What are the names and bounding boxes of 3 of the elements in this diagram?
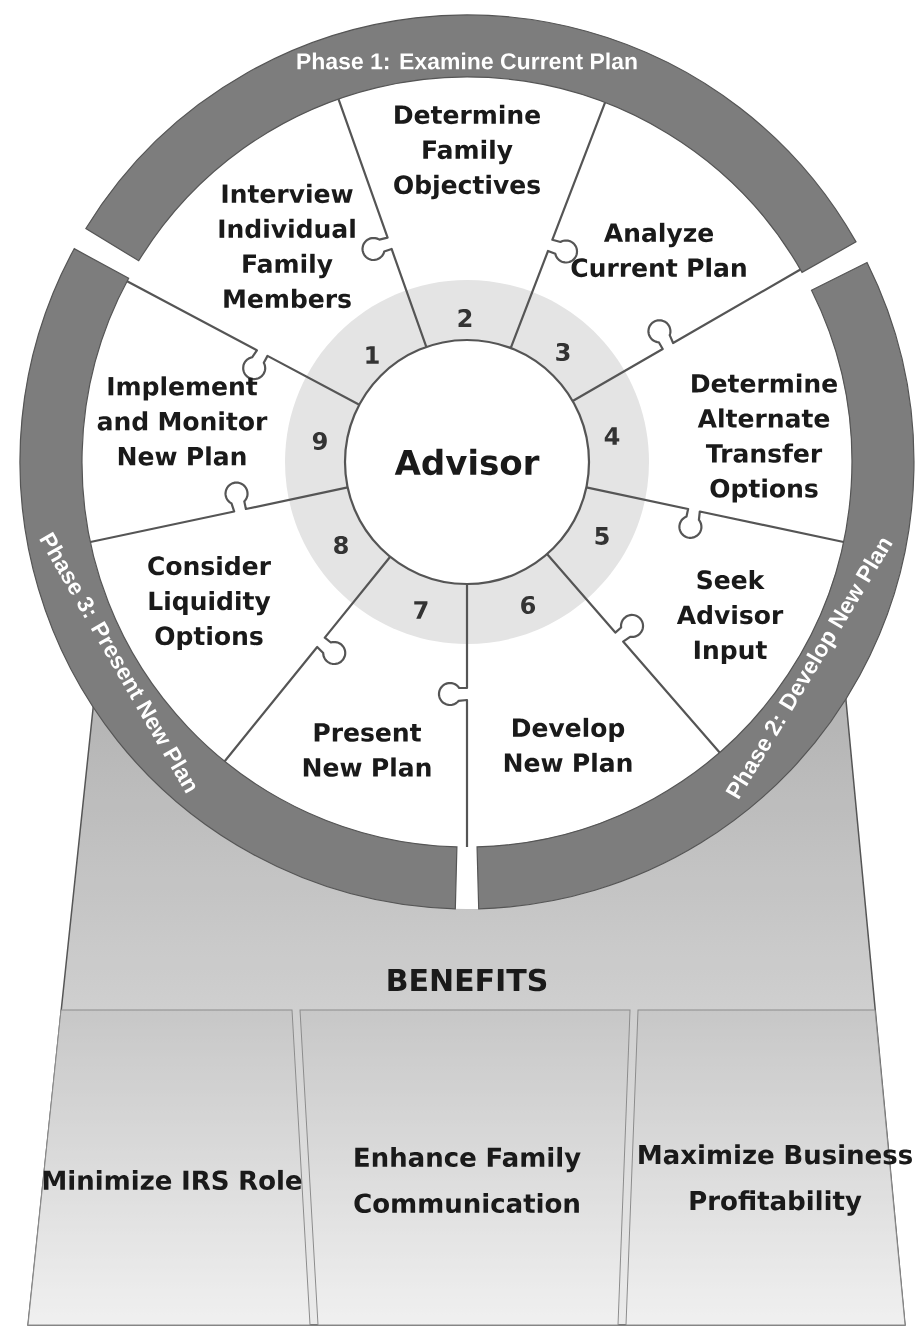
puzzle-piece: Determine Alternate Transfer Options 4 (604, 373, 837, 503)
benefit-column: Minimize IRS Role (27, 1009, 311, 1326)
puzzle-piece: Implement and Monitor New Plan 9 (97, 376, 327, 466)
